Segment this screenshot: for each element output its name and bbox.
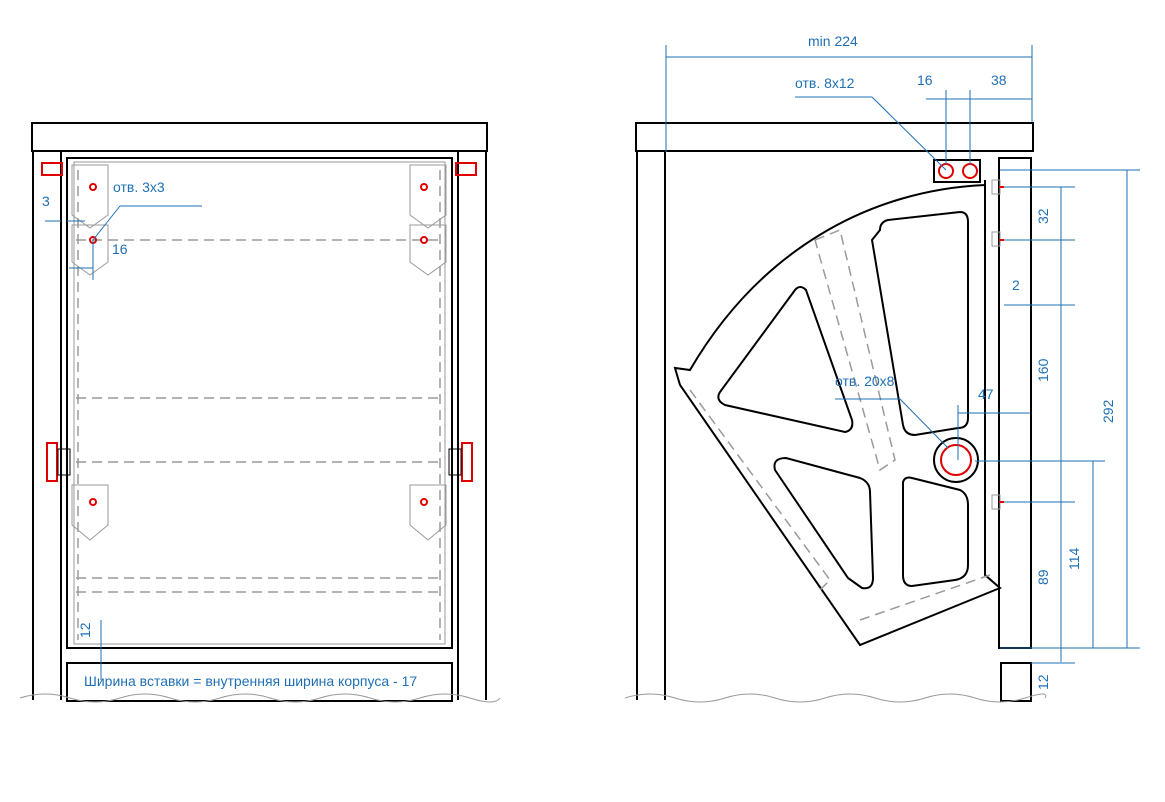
mechanism-window [870, 210, 969, 437]
dim-12-label: 12 [77, 622, 93, 638]
side-front-bottom [1000, 662, 1032, 702]
dim-16-label: 16 [917, 72, 933, 88]
hidden-line [689, 389, 831, 591]
mechanism-window [773, 456, 875, 590]
hidden-line [814, 228, 896, 472]
swing-mechanism [673, 180, 1002, 647]
pivot-outline [933, 437, 979, 483]
hole-icon [962, 163, 978, 179]
hole-3x3-label: отв. 3х3 [113, 179, 165, 195]
hole-icon [89, 183, 97, 191]
width-note: Ширина вставки = внутренняя ширина корпу… [84, 673, 417, 689]
front-bottom-shelf [66, 662, 453, 702]
bracket [71, 484, 109, 541]
bracket [409, 484, 447, 541]
bracket [409, 224, 447, 276]
dim-min224-label: min 224 [808, 33, 858, 49]
hole-block [933, 159, 981, 183]
hinge-icon [461, 442, 473, 482]
pivot-hole-icon [940, 444, 972, 476]
mechanism-window [717, 286, 854, 434]
leader-line [899, 398, 949, 449]
front-insert-hidden-outline [73, 161, 446, 645]
side-front-insert [998, 157, 1032, 649]
dim-160-label: 160 [1035, 358, 1051, 382]
leader-line [92, 205, 121, 241]
dim-89-label: 89 [1035, 569, 1051, 585]
hole-8x12-label: отв. 8х12 [795, 75, 855, 91]
hole-20x8-label: отв. 20х8 [835, 373, 895, 389]
leader-line [871, 96, 947, 171]
hole-icon [420, 183, 428, 191]
hinge-icon [46, 442, 58, 482]
dim-38-label: 38 [991, 72, 1007, 88]
side-top-panel [635, 122, 1034, 152]
hole-icon [420, 236, 428, 244]
hinge-bracket [448, 448, 462, 476]
dim-16-label: 16 [112, 241, 128, 257]
hidden-line [859, 574, 991, 621]
hinge-bracket [57, 448, 71, 476]
bracket [409, 164, 447, 229]
front-view: 3 отв. 3х3 16 12 Ширина вставки = внутре… [19, 122, 501, 703]
mechanism-window [902, 476, 969, 588]
hinge-icon [455, 162, 477, 176]
dim-47-label: 47 [978, 386, 994, 402]
hole-icon [938, 163, 954, 179]
hole-icon [420, 498, 428, 506]
side-view: min 224 16 38 отв. 8х12 32 2 160 292 47 … [624, 33, 1140, 703]
dim-2-label: 2 [1012, 277, 1020, 293]
front-insert-panel [66, 157, 453, 649]
bracket [71, 224, 109, 276]
bracket [71, 164, 109, 229]
break-line [624, 693, 1047, 703]
hinge-icon [41, 162, 63, 176]
front-top-panel [31, 122, 488, 152]
dim-114-label: 114 [1066, 547, 1082, 570]
hole-icon [89, 498, 97, 506]
break-line [19, 693, 501, 703]
dim-292-label: 292 [1100, 399, 1116, 423]
dim-12-label: 12 [1035, 674, 1051, 690]
dim-3-label: 3 [42, 193, 50, 209]
dim-32-label: 32 [1035, 208, 1051, 224]
